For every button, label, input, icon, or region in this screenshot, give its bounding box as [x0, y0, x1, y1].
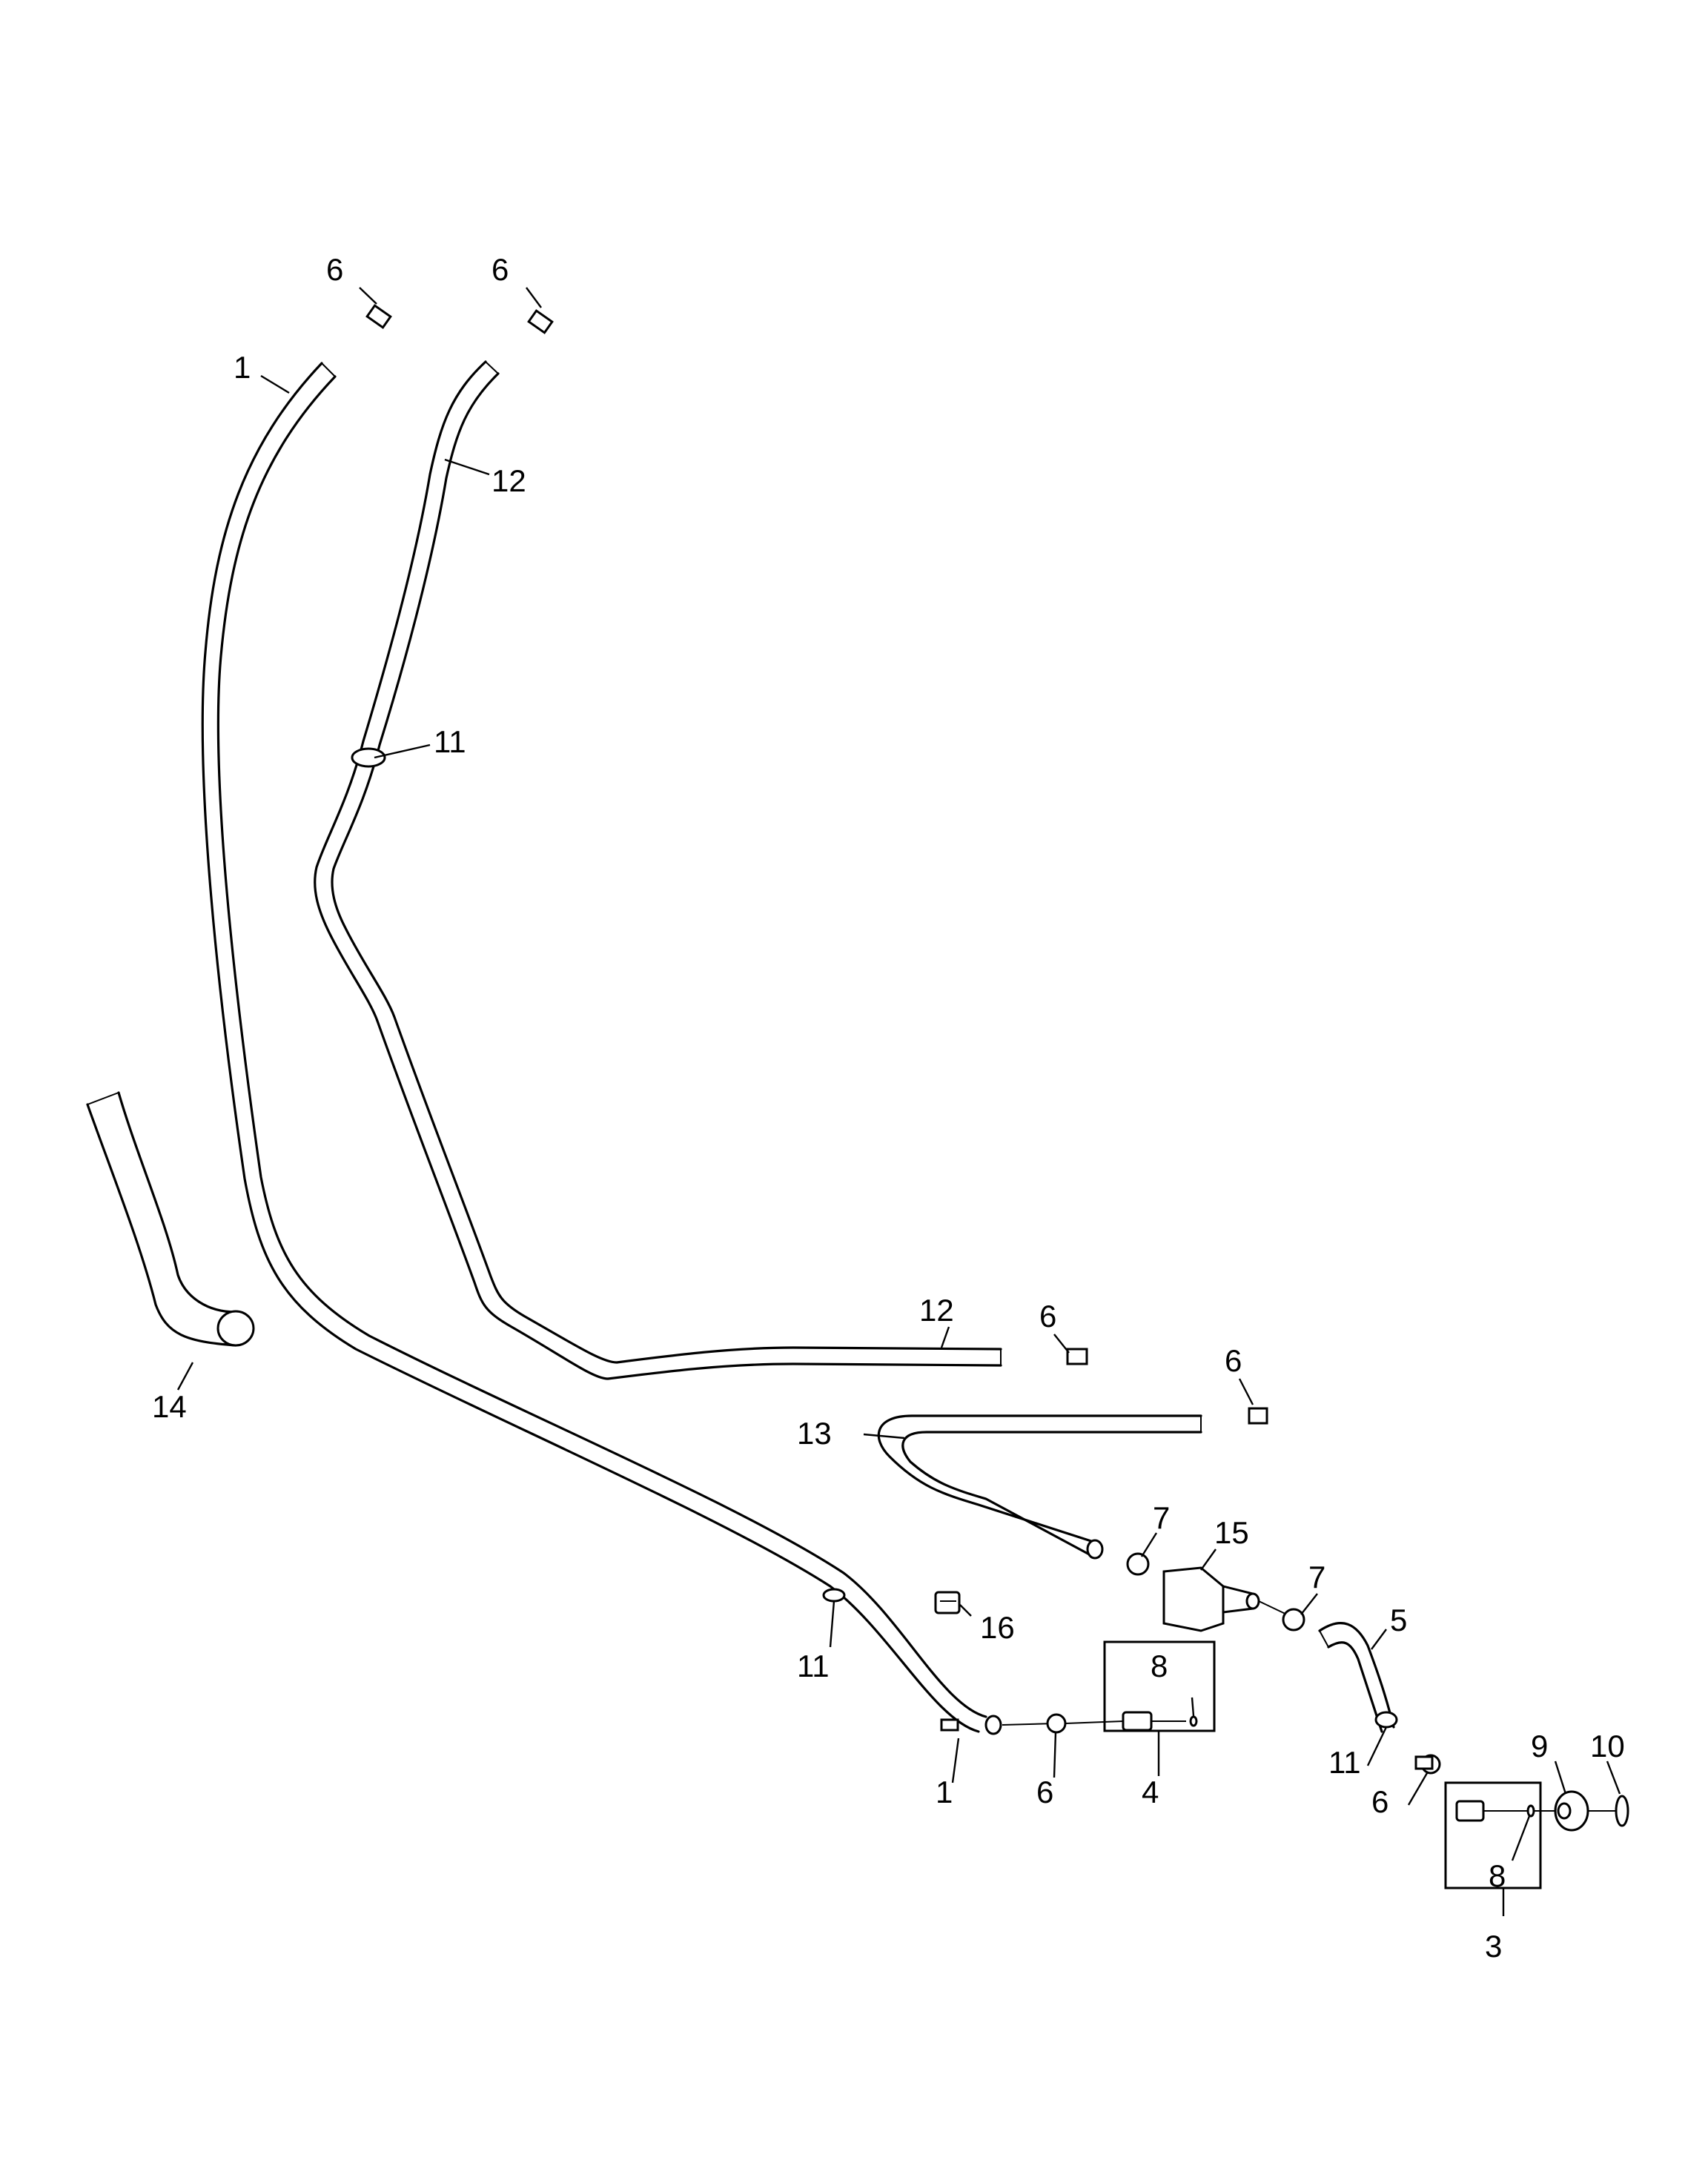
callout-4: 4: [1142, 1775, 1159, 1809]
callout-6-mid-a: 6: [1039, 1299, 1056, 1334]
hose-1: [201, 362, 1002, 1735]
clamp-6-top-left: [365, 304, 392, 329]
hose-5: [1318, 1622, 1395, 1733]
callout-8-b: 8: [1489, 1858, 1506, 1893]
nozzle-assembly-4: [1002, 1640, 1216, 1734]
callout-6-top-left: 6: [326, 252, 343, 287]
clip-11-mid: [822, 1588, 846, 1603]
callout-6-bottom-b: 6: [1371, 1784, 1388, 1819]
callout-1-top: 1: [234, 350, 251, 385]
clamp-6-bottom-a: [940, 1718, 959, 1732]
clip-11-bottom: [1374, 1711, 1398, 1729]
hose-12: [314, 360, 1002, 1380]
callout-11-mid: 11: [797, 1649, 830, 1683]
clamp-7-b: [1282, 1608, 1305, 1632]
callout-6-bottom-a: 6: [1036, 1775, 1053, 1809]
callout-8-a: 8: [1151, 1649, 1168, 1683]
leader-lines: [176, 287, 1621, 1916]
callout-11-bottom: 11: [1328, 1745, 1361, 1780]
clamp-6-mid-a: [1066, 1348, 1088, 1365]
clamp-6-top-right: [527, 309, 554, 334]
callout-7-a: 7: [1153, 1500, 1170, 1535]
clamp-6-mid-b: [1248, 1407, 1268, 1425]
hose-14: [86, 1091, 255, 1347]
clamp-7-a: [1126, 1552, 1150, 1576]
callout-11-top: 11: [434, 724, 466, 759]
clamp-6-bottom-b: [1414, 1755, 1434, 1770]
callout-6-top-right: 6: [491, 252, 509, 287]
clip-11-top: [351, 747, 386, 768]
callout-15: 15: [1214, 1515, 1249, 1550]
callout-6-mid-b: 6: [1225, 1343, 1242, 1378]
nozzle-assembly-3: [1420, 1754, 1629, 1889]
pump-15: [1162, 1566, 1291, 1632]
callout-3: 3: [1485, 1929, 1502, 1964]
callout-9: 9: [1531, 1729, 1548, 1763]
callout-13: 13: [797, 1416, 832, 1451]
callout-10: 10: [1590, 1729, 1625, 1763]
callout-14: 14: [152, 1389, 187, 1424]
callout-12-bottom: 12: [919, 1293, 954, 1328]
callout-7-b: 7: [1308, 1560, 1325, 1594]
callout-1-bottom: 1: [936, 1775, 953, 1809]
clip-16: [934, 1591, 961, 1614]
hose-13: [877, 1414, 1202, 1560]
callout-12-top: 12: [491, 463, 526, 498]
callout-16: 16: [980, 1610, 1015, 1645]
callout-5: 5: [1390, 1603, 1407, 1637]
